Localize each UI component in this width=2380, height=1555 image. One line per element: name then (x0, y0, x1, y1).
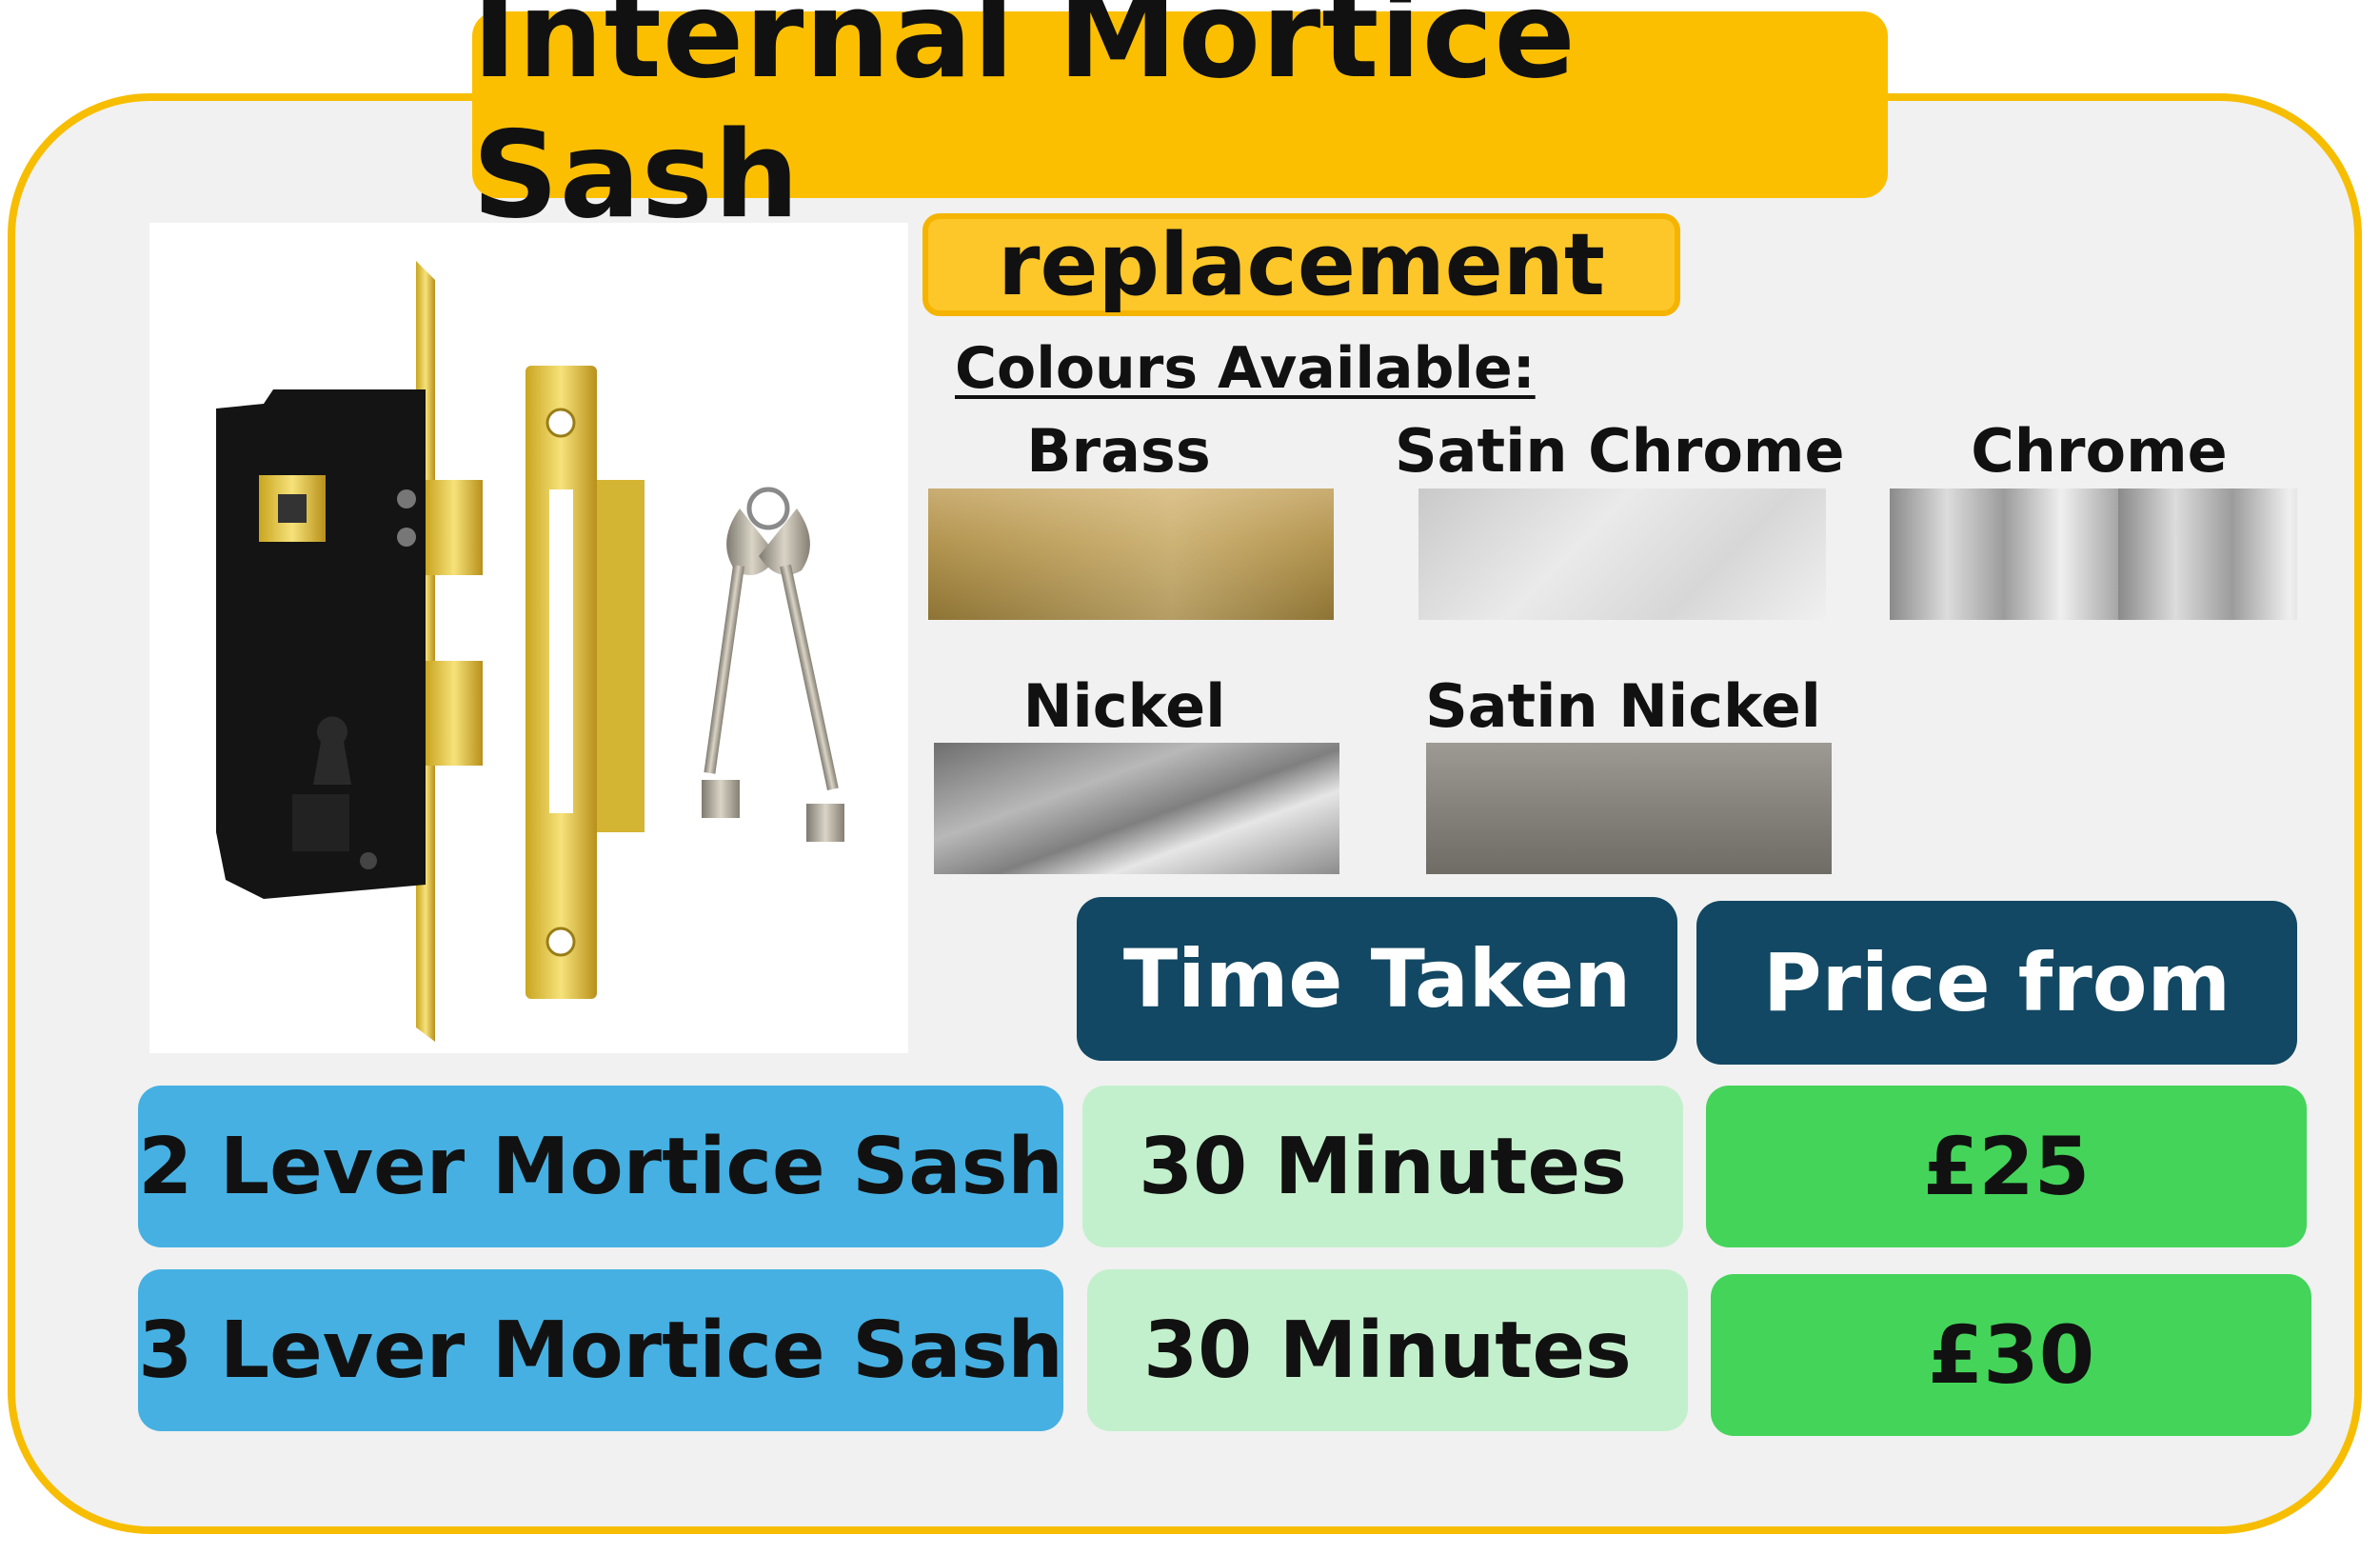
lock-illustration (216, 261, 844, 1042)
row-1-name: 2 Lever Mortice Sash (138, 1086, 1063, 1247)
swatch-satin-nickel (1426, 743, 1832, 874)
swatch-label-chrome: Chrome (1971, 416, 2228, 486)
row-1-time: 30 Minutes (1082, 1086, 1683, 1247)
header-time-taken: Time Taken (1077, 897, 1677, 1061)
row-2-price: £30 (1711, 1274, 2311, 1436)
row-2-time: 30 Minutes (1087, 1269, 1688, 1431)
colours-heading: Colours Available: (955, 335, 1536, 402)
title-banner: Internal Mortice Sash (472, 0, 1888, 245)
header-price-from: Price from (1696, 901, 2297, 1065)
subtitle-banner: replacement (922, 213, 1680, 316)
page-title: Internal Mortice Sash (472, 0, 1577, 245)
swatch-label-satin-nickel: Satin Nickel (1425, 671, 1821, 741)
swatch-brass (928, 488, 1334, 620)
page-subtitle: replacement (998, 214, 1605, 315)
latch-bolt (426, 480, 483, 575)
swatch-nickel (934, 743, 1339, 874)
mortice-sash-lock-image (149, 223, 908, 1053)
row-1-price: £25 (1706, 1086, 2307, 1247)
keyhole (313, 716, 351, 785)
dead-bolt (426, 661, 483, 766)
swatch-satin-chrome (1418, 488, 1826, 620)
swatch-label-nickel: Nickel (1022, 671, 1226, 741)
keys (702, 487, 844, 842)
swatch-label-brass: Brass (1026, 416, 1211, 486)
swatch-label-satin-chrome: Satin Chrome (1395, 416, 1845, 486)
swatch-chrome (1890, 488, 2297, 620)
row-2-name: 3 Lever Mortice Sash (138, 1269, 1063, 1431)
